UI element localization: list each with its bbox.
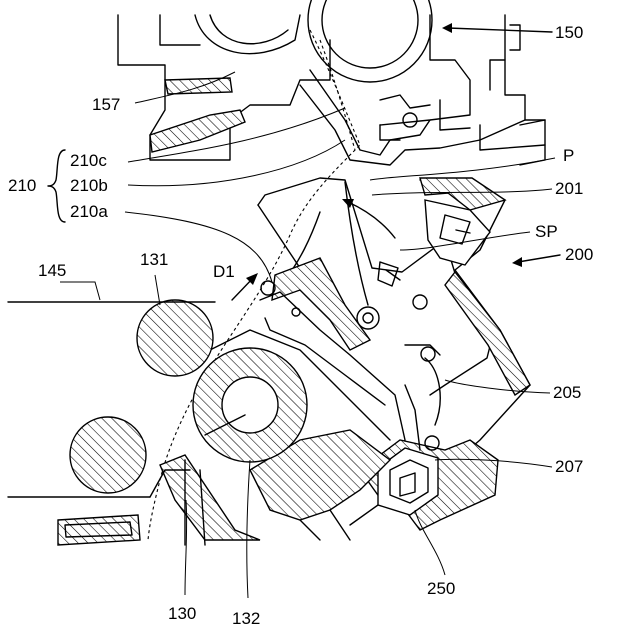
label-210c: 210c	[70, 151, 107, 170]
label-250: 250	[427, 579, 455, 598]
label-145: 145	[38, 261, 66, 280]
label-150: 150	[555, 23, 583, 42]
arrow-sp	[348, 202, 395, 238]
arrow-150	[448, 28, 552, 32]
label-157: 157	[92, 95, 120, 114]
label-131: 131	[140, 250, 168, 269]
label-210a: 210a	[70, 202, 108, 221]
upper-unit-150	[118, 0, 545, 165]
label-200: 200	[565, 245, 593, 264]
label-p: P	[563, 146, 574, 165]
label-210: 210	[8, 176, 36, 195]
label-207: 207	[555, 457, 583, 476]
label-132: 132	[232, 609, 260, 628]
arrow-200	[518, 255, 560, 262]
bottom-left-fixture	[58, 515, 140, 545]
label-210b: 210b	[70, 176, 108, 195]
roller-131	[137, 300, 213, 376]
label-205: 205	[553, 383, 581, 402]
brace-210	[48, 150, 65, 222]
label-d1: D1	[213, 262, 235, 281]
roller-lower-left	[70, 417, 146, 493]
label-130: 130	[168, 604, 196, 623]
label-sp: SP	[535, 222, 558, 241]
label-201: 201	[555, 179, 583, 198]
